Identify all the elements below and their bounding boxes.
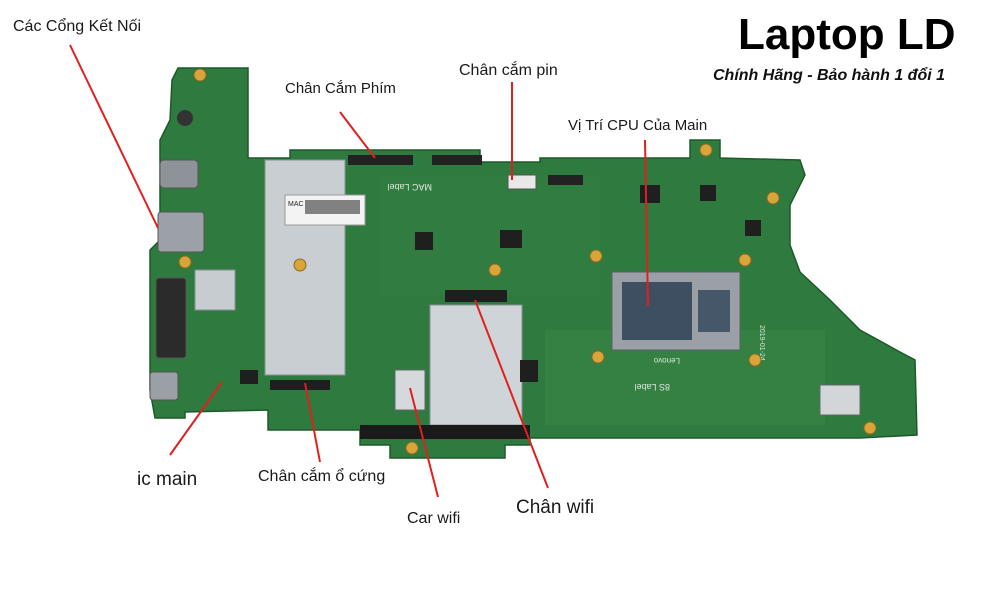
callout-ssd-connector: Chân cắm ổ cứng [258,468,386,485]
usb-c-port [149,371,179,401]
ssd-m2-slot [270,380,330,390]
wifi-m2-slot [445,290,507,302]
date-silkscreen: 2019-01-24 [758,325,765,361]
battery-connector [507,174,537,190]
callout-lines [69,44,649,498]
bracket [360,425,530,439]
callout-wifi-card: Car wifi [407,510,461,527]
ic-main-chip [240,370,258,384]
cpu-die [622,282,692,340]
callout-battery-connector: Chân cắm pin [459,62,558,79]
connector-shield [819,384,861,416]
ic-chip [700,185,716,201]
connector [432,155,482,165]
leader-ports [69,44,159,229]
callout-ic-main: ic main [137,469,198,490]
sn-label-silkscreen: 8S Label [634,382,670,392]
mac-label-silkscreen: MAC Label [387,182,432,192]
usb-a-port [155,277,187,359]
ic-chip [745,220,761,236]
callout-ports: Các Cổng Kết Nối [13,18,142,35]
leader-ic-main [169,381,223,456]
pch-die [698,290,730,332]
ic-chip [520,360,538,382]
leader-cpu [644,139,649,307]
leader-wifi-card [409,387,439,498]
connector [548,175,583,185]
keyboard-connector [348,155,413,165]
leader-wifi-connector [474,299,549,489]
cpu-brand-silkscreen: Lenovo [653,356,680,365]
leader-ssd [304,382,321,463]
brand-subtitle: Chính Hãng - Bảo hành 1 đổi 1 [713,67,945,84]
brand-title: Laptop LD [738,10,956,59]
metal-shield [429,304,523,426]
leader-keyboard [339,111,376,159]
ic-chip [500,230,522,248]
callout-keyboard-connector: Chân Cắm Phím [285,80,396,97]
callout-cpu: Vị Trí CPU Của Main [568,117,708,134]
usb-c-port [159,159,199,189]
mac-sticker-text: MAC [288,201,304,208]
hdmi-port [157,211,205,253]
audio-jack [177,110,193,126]
callout-wifi-connector: Chân wifi [516,497,595,518]
metal-shield [194,269,236,311]
ic-chip [415,232,433,250]
screw-holes [178,68,877,455]
barcode [305,200,360,214]
ic-chip [640,185,660,203]
pcb-texture [380,175,600,295]
